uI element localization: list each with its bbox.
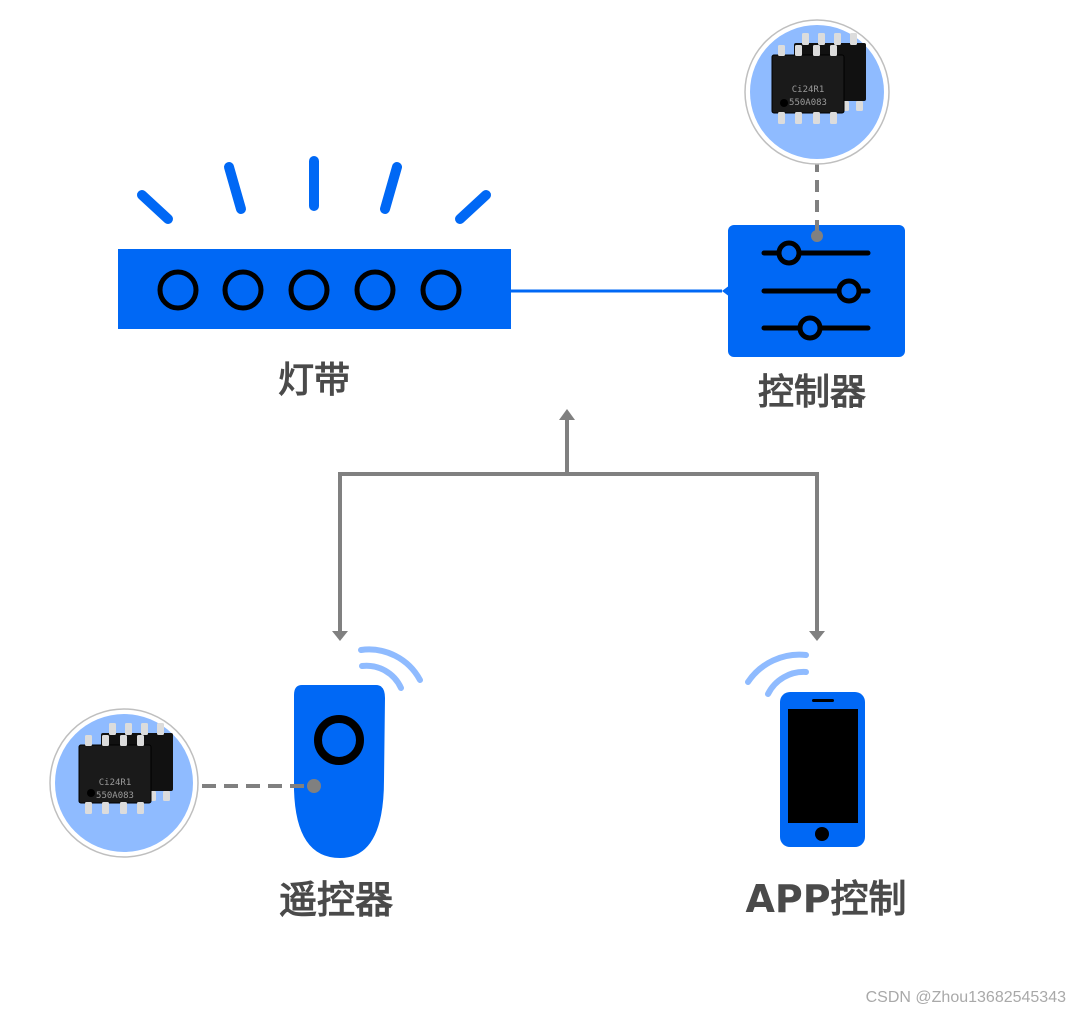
chip-text-line2: 550A083 — [789, 98, 827, 108]
controller-chip-badge: Ci24R1 550A083 — [744, 19, 890, 165]
chip-text-line1: Ci24R1 — [99, 778, 132, 788]
led-bulbs — [157, 269, 462, 311]
chip-text-line1: Ci24R1 — [792, 85, 825, 95]
app-phone: APP控制 — [745, 651, 907, 921]
chip-text-line2: 550A083 — [96, 791, 134, 801]
arrow-up-head — [559, 409, 575, 420]
remote-control: 遥控器 — [202, 646, 423, 922]
slider-icon — [761, 240, 871, 341]
watermark: CSDN @Zhou13682545343 — [865, 989, 1066, 1006]
light-rays — [137, 156, 491, 224]
phone-screen — [788, 709, 858, 823]
phone-signal-icon — [745, 651, 809, 697]
remote-button — [314, 715, 364, 765]
light-strip-label: 灯带 — [278, 360, 350, 401]
chip-icon: Ci24R1 550A083 — [78, 722, 174, 815]
controller-label: 控制器 — [758, 372, 867, 413]
arrow-app-head — [809, 631, 825, 641]
light-strip: 灯带 — [118, 156, 511, 401]
chip-icon: Ci24R1 550A083 — [771, 32, 867, 125]
arrow-remote-head — [332, 631, 348, 641]
remote-signal-icon — [358, 646, 423, 691]
remote-label: 遥控器 — [279, 878, 394, 922]
app-label: APP控制 — [745, 877, 906, 921]
controller: 控制器 — [728, 162, 905, 413]
light-strip-body — [118, 249, 511, 329]
remote-body — [294, 685, 385, 858]
remote-chip-badge: Ci24R1 550A083 — [49, 708, 199, 858]
control-arrows — [338, 418, 819, 632]
